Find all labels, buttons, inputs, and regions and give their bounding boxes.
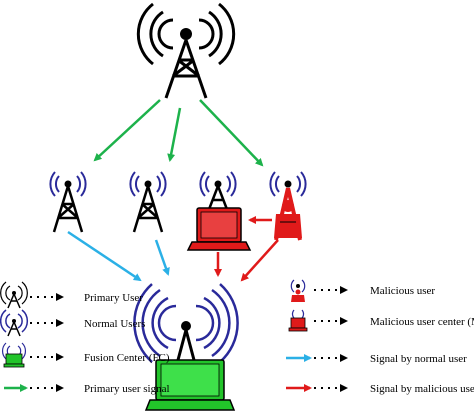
malicious-user-tower-icon (269, 171, 307, 241)
malicious-user-center-laptop-icon (186, 207, 252, 251)
malicious-signal-arrow (240, 239, 279, 282)
normal-user-tower-icon (49, 170, 87, 234)
legend-left: Primary User Normal Users Fusion Center … (0, 281, 170, 395)
primary-signal-arrow (167, 107, 182, 162)
legend-fusion-center-icon (2, 342, 26, 368)
legend-label-primary-user-signal: Primary user signal (84, 383, 170, 395)
primary-user-tower-icon (136, 2, 236, 99)
legend-label-signal-malicious: Signal by malicious user (370, 383, 474, 395)
normal-user-tower-icon (129, 170, 167, 234)
primary-signal-arrows (93, 99, 264, 167)
legend-primary-user-icon (0, 281, 28, 309)
legend-right: Malicious user Malicious user center (MU… (286, 279, 474, 395)
normal-signal-arrow (154, 239, 170, 276)
legend-malicious-user-icon (290, 279, 306, 302)
legend-label-signal-normal: Signal by normal user (370, 353, 467, 365)
legend-normal-user-icon (0, 309, 29, 337)
legend-label-muc: Malicious user center (MUC) (370, 316, 474, 328)
legend-label-primary-user: Primary User (84, 292, 143, 304)
legend-label-fusion-center: Fusion Center (FC) (84, 352, 170, 364)
legend-muc-icon (288, 309, 308, 332)
normal-signal-arrow (67, 230, 142, 282)
primary-signal-arrow (93, 99, 161, 162)
primary-signal-arrow (199, 99, 264, 167)
legend-label-malicious-user: Malicious user (370, 285, 435, 297)
legend-label-normal-users: Normal Users (84, 318, 145, 330)
fusion-center-icon (133, 283, 239, 411)
malicious-center-antenna-icon (199, 171, 237, 213)
